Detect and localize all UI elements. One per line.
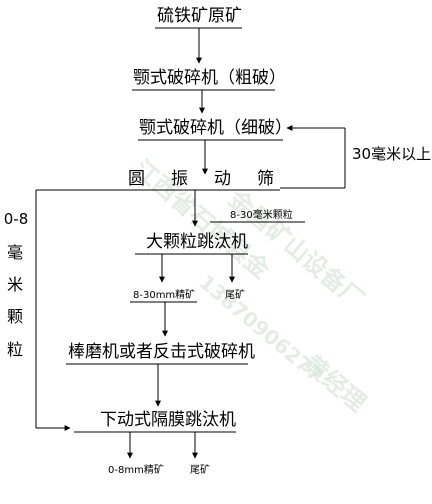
vibrating-screen-char-2: 振 [171, 169, 188, 189]
rod-mill-or-impact-crusher: 棒磨机或者反击式破碎机 [68, 342, 255, 362]
concentrate-8-30: 8-30mm精矿 [133, 290, 196, 301]
tailings-2: 尾矿 [190, 465, 210, 476]
size-0-8-char-hao: 毫 [6, 243, 23, 262]
size-8-30-label: 8-30毫米颗粒 [230, 210, 293, 221]
raw-ore-label: 硫铁矿原矿 [157, 6, 242, 26]
size-0-8-label: 0-8 [3, 210, 29, 228]
vibrating-screen-char-3: 动 [214, 169, 231, 189]
oversize-label: 30毫米以上 [352, 145, 432, 163]
large-particle-jig: 大颗粒跳汰机 [146, 232, 248, 252]
jaw-crusher-fine: 颚式破碎机（细破） [139, 118, 292, 138]
diaphragm-jig: 下动式隔膜跳汰机 [100, 410, 236, 430]
vibrating-screen-char-4: 筛 [257, 169, 274, 189]
vibrating-screen-char-1: 圆 [128, 169, 145, 189]
vibrating-screen: 圆振动筛 [128, 171, 274, 188]
size-0-8-char-ke: 颗 [6, 307, 23, 326]
size-0-8-char-li: 粒 [6, 340, 23, 359]
tailings-1: 尾矿 [225, 290, 245, 301]
jaw-crusher-coarse: 颚式破碎机（粗破） [133, 68, 286, 88]
size-0-8-char-mi: 米 [6, 275, 23, 294]
concentrate-0-8: 0-8mm精矿 [108, 465, 164, 476]
